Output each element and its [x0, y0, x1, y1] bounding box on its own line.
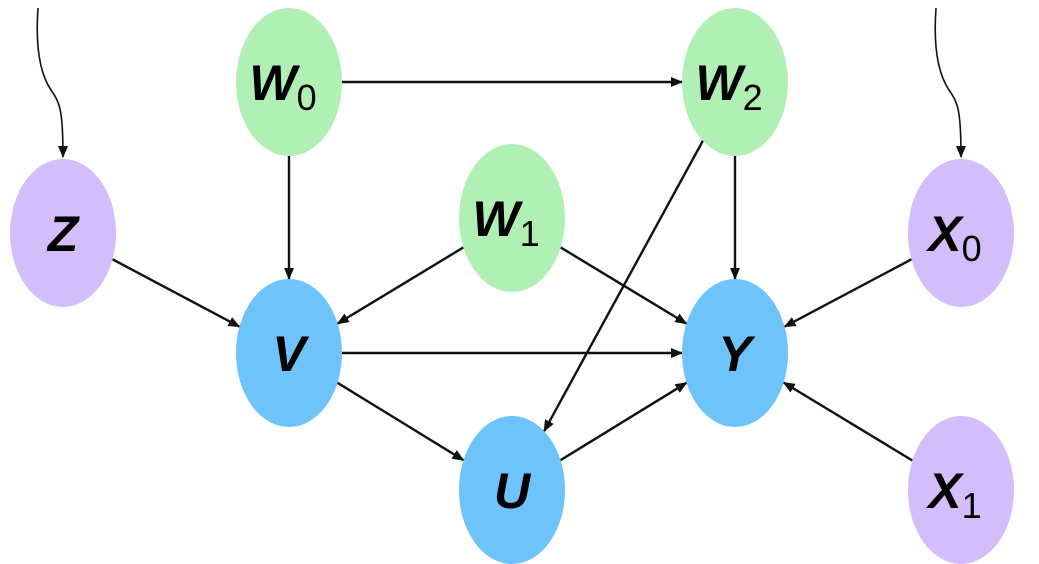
- node-letter: X: [925, 463, 964, 519]
- node-w1-label: W1: [472, 191, 539, 254]
- node-letter: W: [249, 55, 300, 111]
- node-w1: W1: [459, 144, 565, 292]
- node-w2-ellipse: [682, 8, 788, 156]
- node-subscript: 1: [520, 213, 540, 254]
- node-x1-ellipse: [908, 416, 1014, 564]
- node-letter: X: [925, 206, 964, 262]
- edge-v-to-u: [336, 381, 465, 462]
- node-subscript: 0: [297, 77, 317, 118]
- edge-x0-to-y: [783, 258, 913, 328]
- node-u-ellipse: [459, 416, 565, 564]
- edge-x1-to-y: [782, 381, 914, 462]
- node-letter: U: [494, 463, 532, 519]
- node-x0-label: X0: [925, 206, 981, 269]
- node-letter: Y: [718, 326, 756, 382]
- node-w1-ellipse: [459, 144, 565, 292]
- edge-z-to-v: [111, 258, 241, 328]
- node-x0: X0: [908, 159, 1014, 307]
- node-y-ellipse: [682, 279, 788, 427]
- node-u-label: U: [494, 463, 532, 519]
- node-x1-label: X1: [925, 463, 981, 526]
- node-y-label: Y: [718, 326, 756, 382]
- node-letter: V: [272, 326, 309, 382]
- edge-u-to-y: [559, 381, 688, 462]
- node-z: Z: [10, 159, 116, 307]
- node-subscript: 2: [743, 77, 763, 118]
- node-w0-label: W0: [249, 55, 316, 118]
- node-z-ellipse: [10, 159, 116, 307]
- node-x0-ellipse: [908, 159, 1014, 307]
- external-input-to-x0: [934, 7, 966, 158]
- external-input-to-z: [36, 7, 68, 158]
- edge-w2-to-u: [543, 140, 704, 433]
- node-v-ellipse: [236, 279, 342, 427]
- node-x1: X1: [908, 416, 1014, 564]
- node-letter: W: [472, 191, 523, 247]
- node-w2-label: W2: [695, 55, 762, 118]
- node-subscript: 0: [962, 228, 982, 269]
- edge-w1-to-v: [336, 246, 464, 325]
- node-v: V: [236, 279, 342, 427]
- node-u: U: [459, 416, 565, 564]
- node-subscript: 1: [962, 485, 982, 526]
- node-v-label: V: [272, 326, 309, 382]
- edges-layer: [36, 7, 966, 462]
- node-letter: W: [695, 55, 746, 111]
- node-w2: W2: [682, 8, 788, 156]
- node-y: Y: [682, 279, 788, 427]
- node-z-label: Z: [46, 206, 81, 262]
- node-w0: W0: [236, 8, 342, 156]
- node-w0-ellipse: [236, 8, 342, 156]
- node-letter: Z: [46, 206, 81, 262]
